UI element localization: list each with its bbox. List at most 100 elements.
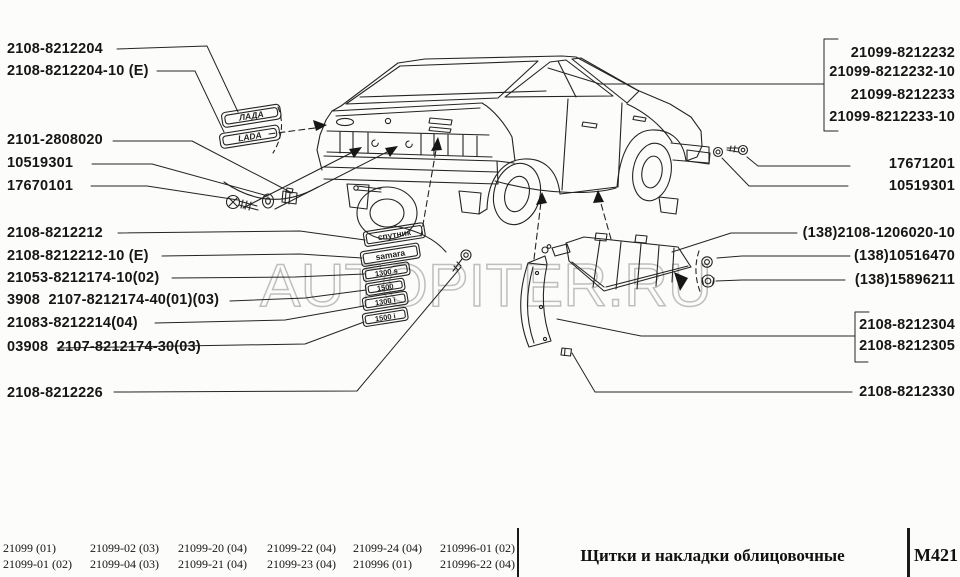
screw-icon — [726, 144, 749, 156]
screw-icon — [452, 249, 472, 272]
model-badge: 1300 i — [361, 290, 409, 311]
license-lamp — [371, 139, 379, 147]
leader-line — [91, 163, 269, 197]
leader-line — [556, 318, 856, 337]
rear-mudflap — [346, 183, 370, 210]
door-handle — [581, 121, 598, 129]
pointer-arc — [272, 106, 283, 154]
model-badge-text: 1300 s — [374, 266, 398, 278]
arrowhead — [431, 137, 442, 151]
leader-line — [56, 321, 365, 349]
dashed-line — [533, 201, 542, 260]
arrowhead — [313, 120, 327, 131]
part-label: 2108-8212305 — [859, 338, 955, 354]
leader-line — [90, 185, 239, 201]
leader-line — [154, 305, 365, 324]
model-code: 210996-01 (02) — [440, 541, 515, 555]
model-code: 21099-22 (04) — [267, 541, 336, 555]
footer-divider — [517, 528, 519, 577]
screw-icon — [225, 194, 259, 211]
footer-divider — [907, 528, 910, 577]
dashed-line — [599, 199, 612, 240]
front-mudflap — [658, 196, 679, 215]
part-label: 2108-8212226 — [7, 385, 103, 401]
windshield — [571, 57, 640, 104]
leader-lines-right — [547, 38, 870, 393]
exhaust-tip — [353, 185, 359, 191]
model-badge: samara — [359, 242, 421, 267]
leader-line — [721, 157, 849, 187]
leader-line — [671, 232, 798, 253]
rear-mudflap — [458, 190, 482, 215]
model-code: 21099 (01) — [3, 541, 56, 555]
nameplate-badge: LADA — [219, 124, 281, 149]
leader-line — [571, 352, 853, 393]
section-title: Щитки и накладки облицовочные — [580, 546, 845, 565]
nameplate-badge: ЛАДА — [221, 103, 282, 128]
pointer-line — [242, 151, 354, 209]
part-label: 21099-8212232-10 — [829, 64, 955, 80]
model-badge-location — [428, 117, 453, 126]
arrowhead — [536, 192, 547, 205]
wheel — [632, 142, 672, 202]
pointer-arc — [394, 225, 447, 253]
leader-line — [116, 45, 239, 113]
arrowhead — [385, 146, 398, 157]
pointer-arc — [223, 181, 319, 200]
leader-line — [113, 266, 462, 393]
leader-line — [547, 67, 825, 85]
bracket — [854, 311, 870, 363]
door-handle — [632, 115, 647, 123]
arrowheads — [313, 120, 688, 291]
pointer-arc — [695, 250, 702, 295]
model-code: 210996-22 (04) — [440, 557, 515, 571]
clip-icon — [560, 347, 573, 357]
part-label: 2108-8212212 — [7, 225, 103, 241]
part-label: 21053-8212174-10(02) — [7, 270, 160, 286]
rear-wheel-arch — [486, 158, 561, 210]
part-label: 2108-8212304 — [859, 317, 955, 333]
part-label: (138)10516470 — [854, 248, 955, 264]
nameplate-text: ЛАДА — [237, 109, 264, 123]
model-badge-text: samara — [375, 247, 406, 262]
model-badge-text: 1500 — [376, 282, 394, 293]
leader-line — [112, 140, 293, 194]
model-code: 21099-23 (04) — [267, 557, 336, 571]
wheel — [356, 186, 418, 240]
model-code: 21099-20 (04) — [178, 541, 247, 555]
part-label: 2108-8212212-10 (Е) — [7, 248, 149, 264]
model-badge: 1500 i — [361, 306, 409, 327]
dashed-pointers — [242, 127, 612, 260]
part-label: 03908 2107-8212174-30(03) — [7, 339, 201, 355]
leader-line — [117, 230, 366, 241]
side-glass — [504, 59, 614, 98]
parts-diagram: AUTOPITER.RU — [56, 38, 870, 393]
leader-lines-left — [56, 45, 462, 393]
part-label: 2101-2808020 — [7, 132, 103, 148]
splash-shield — [541, 232, 692, 292]
part-label: 2108-8212204 — [7, 41, 103, 57]
part-label: 17670101 — [7, 178, 74, 194]
part-label: 17671201 — [888, 156, 955, 172]
part-label: (138)15896211 — [854, 272, 955, 288]
bumper-end-molding — [686, 149, 711, 165]
leader-line — [716, 255, 851, 259]
part-label: (138)2108-1206020-10 — [802, 225, 955, 241]
arrowhead — [674, 272, 688, 291]
leader-line — [171, 273, 365, 279]
leader-line — [156, 70, 225, 133]
model-code: 21099-01 (02) — [3, 557, 72, 571]
trunk-lock — [384, 117, 392, 125]
license-lamp — [405, 140, 413, 148]
nameplate-location — [335, 117, 355, 127]
arrowhead — [349, 147, 362, 158]
front-wheel-arch — [616, 129, 687, 188]
part-label: 21083-8212214(04) — [7, 315, 138, 331]
part-label: 21099-8212233-10 — [829, 109, 955, 125]
leader-line — [229, 289, 367, 302]
nut-icon — [701, 274, 715, 288]
part-label: 10519301 — [888, 178, 955, 194]
model-code: 21099-04 (03) — [90, 557, 159, 571]
model-badge-text: 1500 i — [374, 311, 396, 323]
